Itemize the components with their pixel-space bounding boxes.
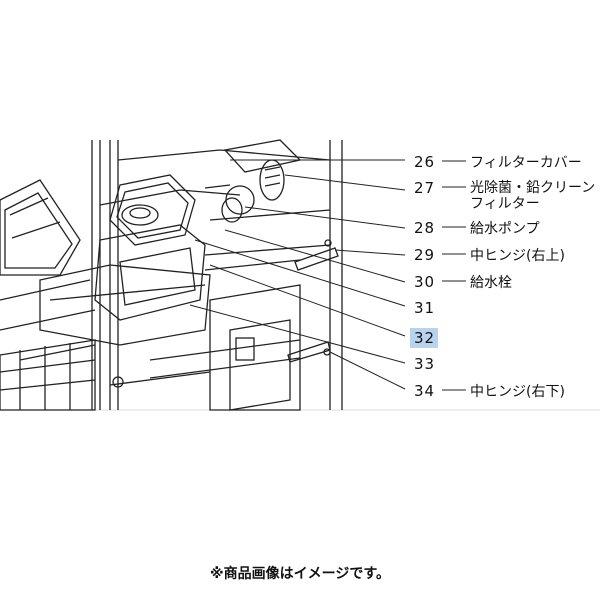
callout-29: 29 中ヒンジ(右上) <box>414 246 565 264</box>
refrigerator-illustration <box>0 139 343 411</box>
callout-33: 33 <box>414 355 435 373</box>
callout-number: 28 <box>414 219 435 237</box>
callout-label-line2: フィルター <box>470 196 540 212</box>
callout-number: 27 <box>414 179 435 197</box>
highlight-box <box>410 328 438 348</box>
callout-label: 給水栓 <box>470 275 512 291</box>
callout-30: 30 給水栓 <box>414 273 512 291</box>
callout-label: 中ヒンジ(右下) <box>470 384 565 400</box>
callout-label: フィルターカバー <box>470 155 582 171</box>
callout-26: 26 フィルターカバー <box>414 153 582 171</box>
callout-number: 34 <box>414 382 435 400</box>
callout-number: 29 <box>414 246 435 264</box>
callout-34: 34 中ヒンジ(右下) <box>414 382 565 400</box>
callout-label: 光除菌・鉛クリーン <box>470 180 595 196</box>
callout-label: 中ヒンジ(右上) <box>470 248 565 264</box>
image-disclaimer: ※商品画像はイメージです。 <box>210 566 390 582</box>
callout-label: 給水ポンプ <box>470 221 540 237</box>
callout-32: 32 <box>414 329 435 347</box>
callout-31: 31 <box>414 299 435 317</box>
callout-number: 32 <box>414 329 435 347</box>
callout-28: 28 給水ポンプ <box>414 219 540 237</box>
leader-lines <box>189 159 406 390</box>
callout-number: 31 <box>414 299 435 317</box>
callout-27: 27 光除菌・鉛クリーン フィルター <box>414 179 595 212</box>
callout-number: 33 <box>414 355 435 373</box>
callout-number: 30 <box>414 273 435 291</box>
callout-number: 26 <box>414 153 435 171</box>
